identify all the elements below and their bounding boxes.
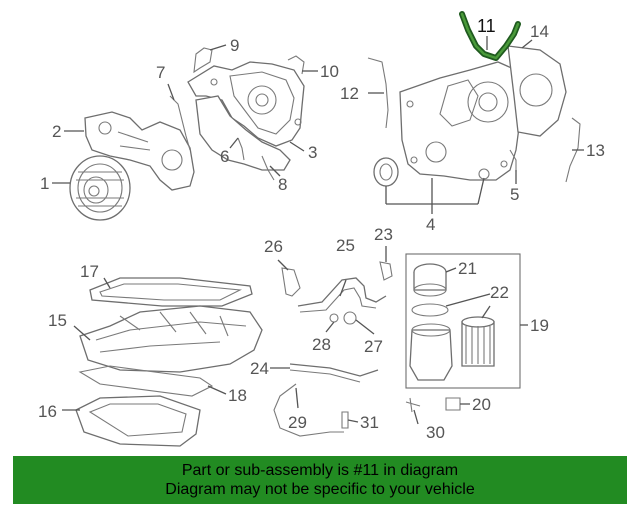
fitting-23-part (379, 261, 393, 281)
crankshaft-pulley-part (69, 155, 131, 221)
callout-1: 1 (40, 174, 49, 193)
callout-23: 23 (374, 225, 393, 244)
callout-15: 15 (48, 311, 67, 330)
callout-2: 2 (52, 122, 61, 141)
oil-filter-group-19 (405, 253, 521, 389)
callout-12: 12 (340, 84, 359, 103)
bolt-31-part (341, 411, 349, 429)
highlighted-part-11 (459, 11, 521, 61)
callout-8: 8 (278, 175, 287, 194)
callout-9: 9 (230, 36, 239, 55)
oil-line-24-part (289, 363, 379, 383)
gasket-6-part (237, 137, 245, 161)
filter-cap-21-part (413, 263, 447, 297)
callout-26: 26 (264, 237, 283, 256)
callout-13: 13 (586, 141, 605, 160)
washer-28-part (329, 313, 339, 323)
parts-diagram: 1 2 3 4 5 6 7 8 9 10 11 12 13 14 15 16 1… (38, 11, 605, 447)
gasket-10-part (287, 55, 305, 75)
callout-18: 18 (228, 386, 247, 405)
filter-element-22-part (461, 316, 495, 367)
callout-4: 4 (426, 215, 435, 234)
oil-pan-gasket-17-part (89, 277, 253, 307)
bolt-5-part (509, 149, 517, 172)
oil-line-29-part (273, 383, 344, 437)
callout-25: 25 (336, 236, 355, 255)
sensor-20-part (445, 397, 461, 411)
callout-7: 7 (156, 63, 165, 82)
callout-19: 19 (530, 316, 549, 335)
oil-pan-lower-16-part (75, 395, 201, 447)
seal-ring-part (373, 157, 399, 187)
callout-14: 14 (530, 22, 549, 41)
bracket-26-part (281, 267, 301, 297)
callout-31: 31 (360, 413, 379, 432)
gasket-9-part (193, 47, 213, 74)
front-cover-left-part (84, 111, 195, 191)
cover-plate-14-part (507, 45, 567, 137)
callout-11: 11 (477, 16, 496, 36)
gasket-7-part (169, 95, 191, 151)
callout-17: 17 (80, 262, 99, 281)
timing-case-part (195, 95, 291, 171)
banner-line-part-number: Part or sub-assembly is #11 in diagram (181, 462, 459, 479)
clamp-27-part (343, 311, 357, 325)
callout-10: 10 (320, 62, 339, 81)
gasket-18-part (78, 365, 214, 397)
callout-22: 22 (490, 283, 509, 302)
filter-housing-part (409, 323, 453, 381)
gasket-13-part (565, 117, 581, 183)
callout-27: 27 (364, 337, 383, 356)
callout-24: 24 (250, 359, 269, 378)
oil-hose-25-part (297, 277, 387, 313)
callout-6: 6 (220, 147, 229, 166)
gasket-8-part (261, 155, 275, 181)
callout-16: 16 (38, 402, 57, 421)
banner-line-disclaimer: Diagram may not be specific to your vehi… (165, 481, 475, 498)
callout-5: 5 (510, 185, 519, 204)
o-ring-part (411, 303, 449, 317)
bolt-30-part (405, 397, 421, 413)
callout-labels: 1 2 3 4 5 6 7 8 9 10 11 12 13 14 15 16 1… (38, 16, 605, 442)
callout-30: 30 (426, 423, 445, 442)
oil-pan-upper-15-part (79, 305, 263, 373)
leader-lines (52, 36, 584, 425)
callout-3: 3 (308, 143, 317, 162)
info-banner: Part or sub-assembly is #11 in diagram D… (13, 456, 627, 504)
gasket-12-part (367, 57, 389, 129)
callout-21: 21 (458, 259, 477, 278)
front-cover-right-part (399, 61, 521, 181)
callout-28: 28 (312, 335, 331, 354)
callout-29: 29 (288, 413, 307, 432)
callout-20: 20 (472, 395, 491, 414)
